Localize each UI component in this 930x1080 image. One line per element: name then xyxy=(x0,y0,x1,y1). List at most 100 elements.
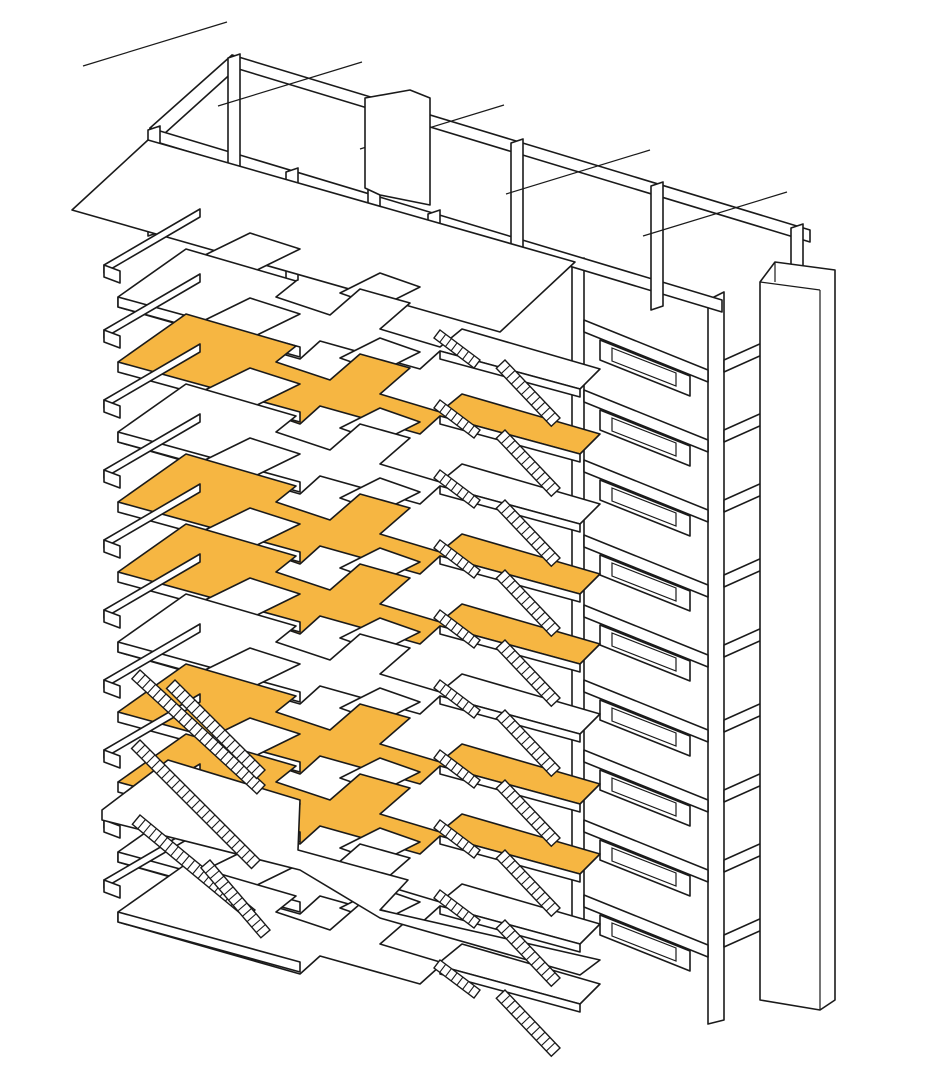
stair-tread xyxy=(188,722,198,732)
stair-tread xyxy=(196,709,206,719)
stair-tread xyxy=(467,985,475,995)
stair-tread xyxy=(530,1026,541,1036)
bay-opening xyxy=(599,339,691,397)
stair-tread xyxy=(505,720,516,730)
stair-tread xyxy=(226,834,236,844)
stair-tread xyxy=(530,956,541,966)
roof-crossbeam xyxy=(217,61,363,107)
stair-tread xyxy=(223,886,234,896)
stair-tread xyxy=(216,729,226,739)
stair-tread xyxy=(206,719,216,729)
stair-tread xyxy=(510,445,521,455)
stair-tread xyxy=(444,548,452,557)
stair-tread xyxy=(535,541,546,551)
stair-tread xyxy=(186,859,196,870)
stair-tread xyxy=(467,705,475,715)
roof-crossbeam xyxy=(505,149,651,195)
stair-tread xyxy=(156,764,166,774)
stair-tread xyxy=(520,945,531,956)
edge-beam xyxy=(103,749,121,769)
floor-slab xyxy=(117,383,601,525)
stair-tread xyxy=(232,897,243,906)
slab-edge xyxy=(117,911,301,973)
stair-tread xyxy=(251,764,261,774)
stair-tread xyxy=(505,1000,516,1010)
stair-tread xyxy=(214,875,225,885)
stair-tread xyxy=(161,769,171,779)
stair-tread xyxy=(225,755,235,766)
stair-tread xyxy=(157,693,167,704)
stair-tread xyxy=(462,631,470,640)
stair-tread xyxy=(450,692,458,702)
stair-tread xyxy=(540,687,551,697)
stair-flight xyxy=(495,569,561,638)
stair-tread xyxy=(231,744,241,754)
roof-crossbeam xyxy=(82,21,228,67)
stair-flight xyxy=(433,679,481,719)
stair-tread xyxy=(540,477,551,487)
stair-tread xyxy=(246,759,256,769)
stair-tread xyxy=(545,972,556,982)
facade-beam xyxy=(583,679,709,743)
stair-tread xyxy=(221,829,231,839)
stair-tread xyxy=(456,836,464,846)
stair-tread xyxy=(439,753,447,763)
stair-tread xyxy=(137,819,146,830)
stair-flight xyxy=(433,539,481,579)
stair-tread xyxy=(535,401,546,411)
service-core xyxy=(759,261,836,1011)
stair-flight xyxy=(495,639,561,708)
stair-tread xyxy=(251,918,262,928)
stair-tread xyxy=(226,739,236,749)
stair-tread xyxy=(510,935,521,945)
stair-flight xyxy=(495,849,561,918)
stair-tread xyxy=(520,455,531,466)
stair-tread xyxy=(462,771,470,780)
roof-crossbeam xyxy=(642,191,788,237)
stair-flight xyxy=(495,709,561,778)
stair-tread xyxy=(176,689,186,699)
stair-tread xyxy=(218,881,229,890)
stair-flight xyxy=(495,779,561,848)
stair-tread xyxy=(186,794,196,804)
stair-tread xyxy=(173,707,183,718)
stair-tread xyxy=(456,346,464,356)
stair-tread xyxy=(136,744,146,754)
stair-tread xyxy=(535,961,546,971)
stair-tread xyxy=(450,972,458,982)
stair-flight xyxy=(495,919,561,988)
stair-tread xyxy=(500,574,511,584)
stair-tread xyxy=(545,832,556,842)
stair-tread xyxy=(530,746,541,756)
stair-tread xyxy=(240,770,250,780)
stair-tread xyxy=(462,981,470,990)
stair-tread xyxy=(456,976,464,986)
stair-tread xyxy=(439,683,447,693)
stair-tread xyxy=(456,416,464,426)
stair-tread xyxy=(525,461,536,471)
stair-tread xyxy=(467,425,475,435)
stair-tread xyxy=(183,717,193,728)
stair-tread xyxy=(246,854,256,864)
bay-opening xyxy=(599,479,691,537)
stair-tread xyxy=(530,396,541,406)
stair-tread xyxy=(500,364,511,374)
edge-beam xyxy=(103,399,121,419)
stair-tread xyxy=(515,590,526,600)
stair-tread xyxy=(439,613,447,623)
stair-flight xyxy=(433,329,481,369)
stair-tread xyxy=(510,585,521,595)
stair-tread xyxy=(500,854,511,864)
stair-tread xyxy=(450,832,458,842)
stair-tread xyxy=(525,741,536,751)
stair-tread xyxy=(515,450,526,460)
stair-tread xyxy=(246,913,257,923)
stair-tread xyxy=(505,440,516,450)
stair-tread xyxy=(204,736,214,747)
stair-tread xyxy=(545,902,556,912)
bay-opening xyxy=(599,409,691,467)
stair-tread xyxy=(450,622,458,632)
stair-tread xyxy=(540,827,551,837)
stair-tread xyxy=(515,730,526,740)
